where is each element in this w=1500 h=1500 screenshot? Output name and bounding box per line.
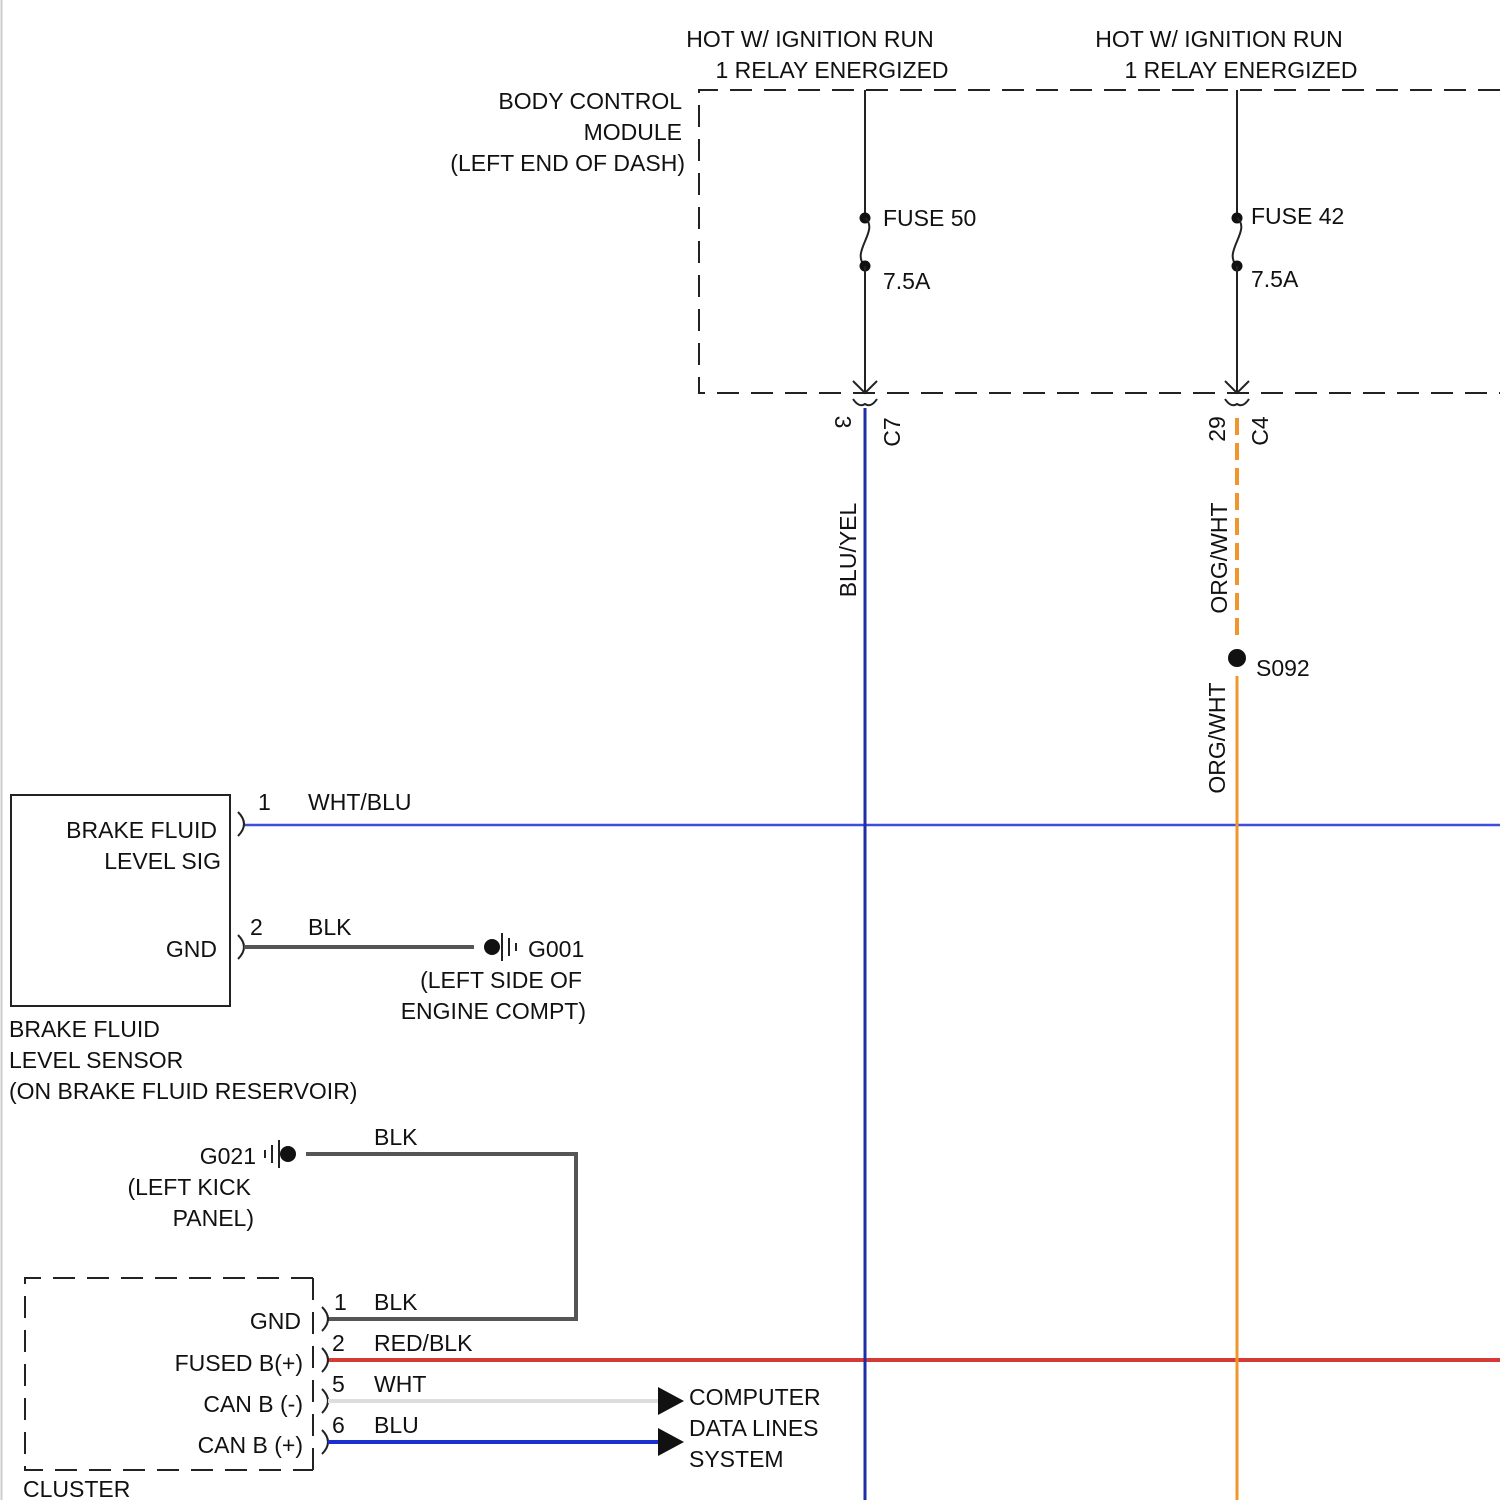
sensor-pin1-wire-label: WHT/BLU bbox=[308, 789, 412, 815]
ground-g021-symbol bbox=[265, 1140, 296, 1168]
ground-g001-label: G001 bbox=[528, 936, 584, 962]
connector-c4-symbol bbox=[1225, 399, 1249, 405]
sensor-name-line1: BRAKE FLUID bbox=[9, 1016, 160, 1042]
bcm-label-line2: MODULE bbox=[584, 119, 682, 145]
cluster-pin1-connector-symbol bbox=[322, 1307, 328, 1331]
ground-g021-wire-label: BLK bbox=[374, 1124, 418, 1150]
cluster-pin6-number: 6 bbox=[332, 1412, 345, 1438]
data-lines-label-line3: SYSTEM bbox=[689, 1446, 784, 1472]
fuse-42-symbol bbox=[1233, 218, 1242, 266]
fuse-50-rating: 7.5A bbox=[883, 268, 931, 294]
cluster-pin6-wire-label: BLU bbox=[374, 1412, 419, 1438]
sensor-pin2-connector-symbol bbox=[238, 935, 244, 959]
ground-g021-label: G021 bbox=[200, 1143, 256, 1169]
power-source-1-line2: 1 RELAY ENERGIZED bbox=[715, 57, 948, 83]
sensor-pin2-label: GND bbox=[166, 936, 217, 962]
fuse-42-branch bbox=[1225, 90, 1249, 405]
fuse-42-rating: 7.5A bbox=[1251, 266, 1299, 292]
cluster-pin1-label: GND bbox=[250, 1308, 301, 1334]
cluster-pin2-label: FUSED B(+) bbox=[175, 1350, 303, 1376]
ground-g001-location-line1: (LEFT SIDE OF bbox=[420, 967, 582, 993]
connector-c7-label: C7 bbox=[879, 417, 905, 446]
connector-c4-label: C4 bbox=[1247, 416, 1273, 446]
cluster-pin1-wire-label: BLK bbox=[374, 1289, 418, 1315]
ground-g021-location-line1: (LEFT KICK bbox=[127, 1174, 251, 1200]
sensor-pin2-wire-label: BLK bbox=[308, 914, 352, 940]
cluster-pin5-connector-symbol bbox=[322, 1389, 328, 1413]
data-lines-arrow-2 bbox=[658, 1428, 684, 1456]
fuse-42-label: FUSE 42 bbox=[1251, 203, 1344, 229]
bcm-label-line3: (LEFT END OF DASH) bbox=[450, 150, 685, 176]
sensor-pin1-number: 1 bbox=[258, 789, 271, 815]
bcm-boundary bbox=[699, 90, 1500, 393]
ground-g021-dot bbox=[280, 1146, 296, 1162]
fuse-42-pin-number: 29 bbox=[1204, 416, 1230, 442]
ground-g021-location-line2: PANEL) bbox=[173, 1205, 254, 1231]
ground-g001-dot bbox=[484, 939, 500, 955]
power-source-2-line1: HOT W/ IGNITION RUN bbox=[1095, 26, 1342, 52]
data-lines-label-line1: COMPUTER bbox=[689, 1384, 821, 1410]
cluster-pin2-wire-label: RED/BLK bbox=[374, 1330, 473, 1356]
data-lines-label-line2: DATA LINES bbox=[689, 1415, 819, 1441]
fuse-50-symbol bbox=[861, 218, 870, 266]
cluster-pin5-number: 5 bbox=[332, 1371, 345, 1397]
sensor-pin1-connector-symbol bbox=[238, 812, 244, 836]
cluster-pin5-wire-label: WHT bbox=[374, 1371, 426, 1397]
splice-label: S092 bbox=[1256, 655, 1310, 681]
splice-s092 bbox=[1228, 649, 1246, 667]
sensor-pin1-label-line2: LEVEL SIG bbox=[104, 848, 221, 874]
cluster-pin2-connector-symbol bbox=[322, 1348, 328, 1372]
cluster-pin2-number: 2 bbox=[332, 1330, 345, 1356]
fuse-50-label: FUSE 50 bbox=[883, 205, 976, 231]
fuse-50-branch bbox=[853, 90, 877, 405]
cluster-pin5-label: CAN B (-) bbox=[203, 1391, 303, 1417]
wire-org-wht-label-lower: ORG/WHT bbox=[1204, 682, 1230, 793]
sensor-pin1-label-line1: BRAKE FLUID bbox=[66, 817, 217, 843]
cluster-pin6-connector-symbol bbox=[322, 1430, 328, 1454]
power-source-1-line1: HOT W/ IGNITION RUN bbox=[686, 26, 933, 52]
bcm-label-line1: BODY CONTROL bbox=[498, 88, 682, 114]
sensor-name-line3: (ON BRAKE FLUID RESERVOIR) bbox=[9, 1078, 357, 1104]
ground-g001-location-line2: ENGINE COMPT) bbox=[401, 998, 586, 1024]
ground-g001-symbol bbox=[484, 933, 516, 961]
data-lines-arrow-1 bbox=[658, 1387, 684, 1415]
sensor-name-line2: LEVEL SENSOR bbox=[9, 1047, 183, 1073]
sensor-pin2-number: 2 bbox=[250, 914, 263, 940]
connector-c7-symbol bbox=[853, 399, 877, 405]
cluster-pin1-number: 1 bbox=[334, 1289, 347, 1315]
wire-blu-yel-label: BLU/YEL bbox=[835, 502, 861, 597]
power-source-2-line2: 1 RELAY ENERGIZED bbox=[1124, 57, 1357, 83]
cluster-pin6-label: CAN B (+) bbox=[198, 1432, 303, 1458]
cluster-name: CLUSTER bbox=[23, 1476, 130, 1500]
fuse-50-pin-number: 3 bbox=[830, 416, 856, 429]
wire-org-wht-label-upper: ORG/WHT bbox=[1206, 502, 1232, 613]
